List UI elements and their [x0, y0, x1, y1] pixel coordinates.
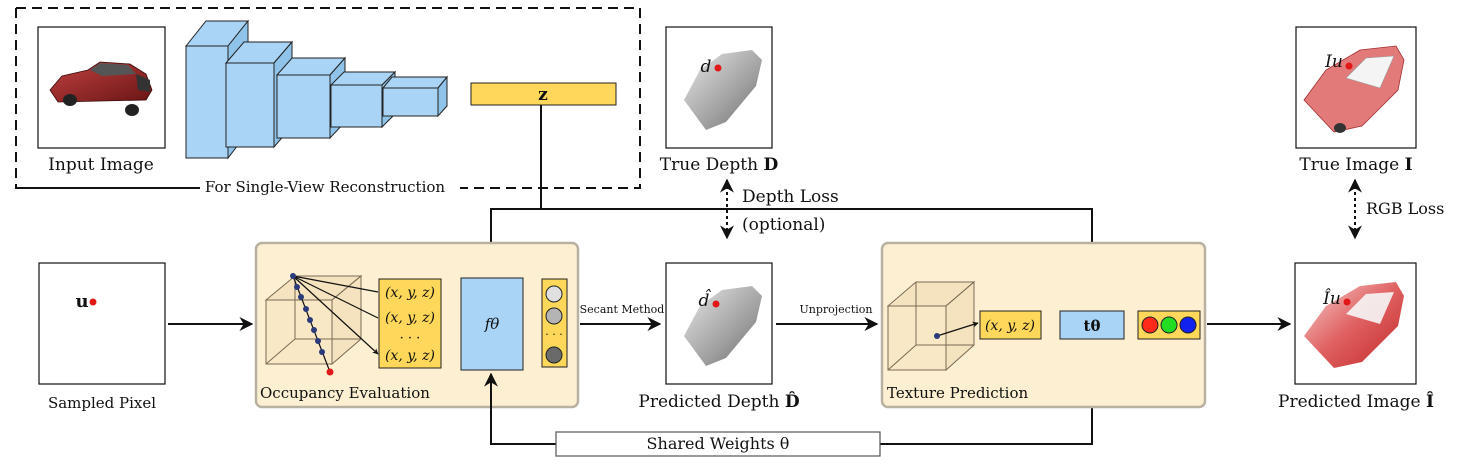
- predicted-depth-car: [684, 286, 762, 366]
- input-image-frame: Input Image: [37, 26, 166, 175]
- true-image: Iu True Image I: [1295, 26, 1417, 175]
- true-image-point-label: Iu: [1324, 52, 1343, 72]
- true-depth-label: True Depth D: [660, 155, 779, 175]
- predicted-depth-label: Predicted Depth D̂: [638, 392, 799, 412]
- texture-panel: (x, y, z) tθ Texture Prediction: [880, 241, 1207, 409]
- texture-network-t: tθ: [1059, 310, 1125, 340]
- occupancy-point-2: (x, y, z): [385, 310, 435, 326]
- occupancy-point-column: (x, y, z) (x, y, z) · · · (x, y, z): [378, 278, 442, 369]
- sampled-pixel-label: Sampled Pixel: [48, 394, 156, 412]
- input-car-image: [49, 61, 153, 116]
- latent-code-z: z: [470, 82, 617, 106]
- pixel-u-label: u: [75, 291, 88, 312]
- texture-network-label: tθ: [1084, 317, 1101, 335]
- shared-weights-box: Shared Weights θ: [555, 431, 881, 457]
- encoder-layer-5: [381, 75, 449, 118]
- shared-weights-label: Shared Weights θ: [647, 434, 790, 453]
- secant-method-label: Secant Method: [580, 303, 665, 316]
- encoder-region: For Single-View Reconstruction Input Ima…: [15, 7, 641, 196]
- input-image-label: Input Image: [48, 155, 154, 175]
- texture-point-box: (x, y, z): [979, 310, 1042, 340]
- predicted-depth-point-label: d̂: [699, 289, 712, 311]
- texture-point-label: (x, y, z): [985, 318, 1035, 334]
- texture-title: Texture Prediction: [887, 384, 1028, 402]
- unprojection-label: Unprojection: [799, 303, 872, 316]
- depth-loss-label: Depth Loss: [742, 187, 839, 207]
- encoder-caption: For Single-View Reconstruction: [205, 178, 445, 196]
- sampled-pixel: u Sampled Pixel: [38, 262, 166, 412]
- occupancy-cube: [264, 274, 363, 366]
- true-image-label: True Image I: [1299, 155, 1412, 175]
- occupancy-network-f: fθ: [460, 277, 524, 371]
- predicted-image-label: Predicted Image Î: [1278, 391, 1434, 412]
- true-image-car: [1303, 45, 1405, 133]
- occupancy-ray: [290, 273, 378, 376]
- texture-rgb-output: [1137, 310, 1201, 340]
- latent-label: z: [538, 85, 548, 105]
- predicted-depth: d̂ Predicted Depth D̂: [638, 262, 800, 412]
- texture-cube: [886, 280, 976, 372]
- occupancy-point-ellipsis: · · ·: [400, 331, 421, 346]
- encoder-network: [184, 19, 449, 160]
- occupancy-outputs: · · ·: [541, 278, 568, 368]
- occupancy-network-label: fθ: [484, 315, 500, 333]
- svg-text:· · ·: · · ·: [545, 328, 562, 341]
- true-depth-point-label: d: [701, 57, 712, 77]
- predicted-image-car: [1304, 282, 1404, 368]
- occupancy-title: Occupancy Evaluation: [260, 384, 430, 402]
- predicted-image: Îu Predicted Image Î: [1278, 262, 1434, 412]
- occupancy-point-3: (x, y, z): [385, 348, 435, 364]
- predicted-image-point-label: Îu: [1322, 288, 1341, 309]
- true-depth-car: [684, 50, 762, 130]
- true-depth: d True Depth D: [660, 26, 779, 175]
- occupancy-point-1: (x, y, z): [385, 285, 435, 301]
- depth-loss-optional: (optional): [742, 215, 825, 235]
- occupancy-panel: (x, y, z) (x, y, z) · · · (x, y, z) fθ ·…: [254, 241, 580, 409]
- rgb-loss-label: RGB Loss: [1366, 199, 1444, 218]
